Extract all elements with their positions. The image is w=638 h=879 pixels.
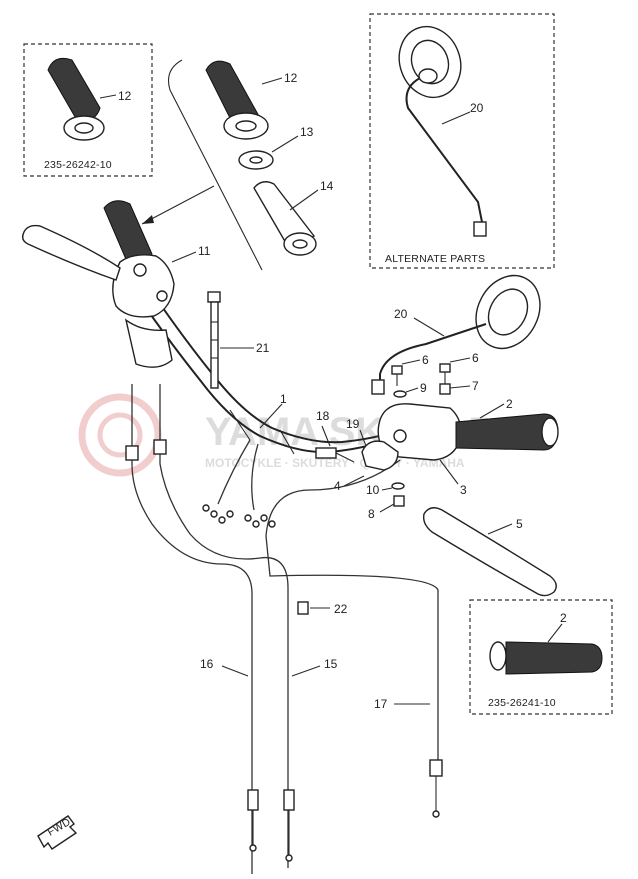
label-8: 8 — [368, 507, 375, 521]
label-20-inset: 20 — [470, 101, 484, 115]
label-6b: 6 — [472, 351, 479, 365]
bolt-18 — [315, 447, 355, 463]
bolt-6-left — [391, 365, 403, 386]
inset-grip-right: 2 235-26241-10 — [469, 599, 613, 715]
nut-7 — [439, 383, 451, 395]
inset-grip-left: 12 235-26242-10 — [23, 43, 153, 177]
label-7: 7 — [472, 379, 479, 393]
watermark-line2: MOTOCYKLE · SKUTERY · QUADY · YAMAHA — [205, 456, 465, 470]
fwd-arrow-icon: FWD — [37, 815, 78, 850]
label-17: 17 — [374, 697, 388, 711]
inset-right-code: 235-26241-10 — [488, 697, 556, 709]
label-12-inset: 12 — [118, 89, 132, 103]
wiring-connectors — [202, 439, 276, 528]
throttle-cable-15 — [153, 384, 295, 868]
grip-right-alt — [489, 641, 603, 675]
watermark-logo-icon — [78, 393, 162, 477]
label-2: 2 — [506, 397, 513, 411]
label-14: 14 — [320, 179, 334, 193]
label-22: 22 — [334, 602, 348, 616]
label-2-inset: 2 — [560, 611, 567, 625]
grip-left-alt — [47, 57, 105, 141]
label-19: 19 — [346, 417, 360, 431]
label-21: 21 — [256, 341, 270, 355]
throttle-tube-14 — [253, 181, 317, 256]
label-16: 16 — [200, 657, 214, 671]
washer-13 — [238, 150, 274, 170]
label-18: 18 — [316, 409, 330, 423]
label-5: 5 — [516, 517, 523, 531]
left-switch-housing-11 — [103, 200, 175, 368]
watermark-logo-inner-icon — [97, 412, 143, 458]
bolt-6-right — [439, 363, 451, 384]
washer-9 — [393, 390, 407, 398]
nut-8 — [393, 495, 405, 507]
washer-10 — [391, 482, 405, 490]
label-4: 4 — [334, 479, 341, 493]
inset-mirror-alternate: 20 ALTERNATE PARTS — [369, 13, 555, 269]
mirror-20 — [371, 274, 541, 395]
clutch-cable-16 — [125, 384, 259, 874]
mirror-20-alt — [398, 25, 487, 237]
label-3: 3 — [460, 483, 467, 497]
label-6a: 6 — [422, 353, 429, 367]
label-15: 15 — [324, 657, 338, 671]
label-9: 9 — [420, 381, 427, 395]
label-11: 11 — [198, 244, 211, 258]
clutch-lever-left — [21, 224, 121, 281]
label-1: 1 — [280, 392, 287, 406]
label-13: 13 — [300, 125, 314, 139]
label-20: 20 — [394, 307, 408, 321]
brake-lever-5 — [422, 507, 557, 597]
inset-left-code: 235-26242-10 — [44, 159, 112, 171]
cable-tie-21 — [207, 291, 221, 389]
right-grip-2 — [455, 413, 559, 451]
label-12: 12 — [284, 71, 298, 85]
cable-clip-22 — [297, 601, 309, 615]
label-10: 10 — [366, 483, 380, 497]
clamp-19 — [361, 440, 399, 471]
brake-cable-17 — [265, 459, 443, 818]
grip-12 — [205, 60, 269, 140]
inset-right-caption: ALTERNATE PARTS — [385, 253, 485, 265]
